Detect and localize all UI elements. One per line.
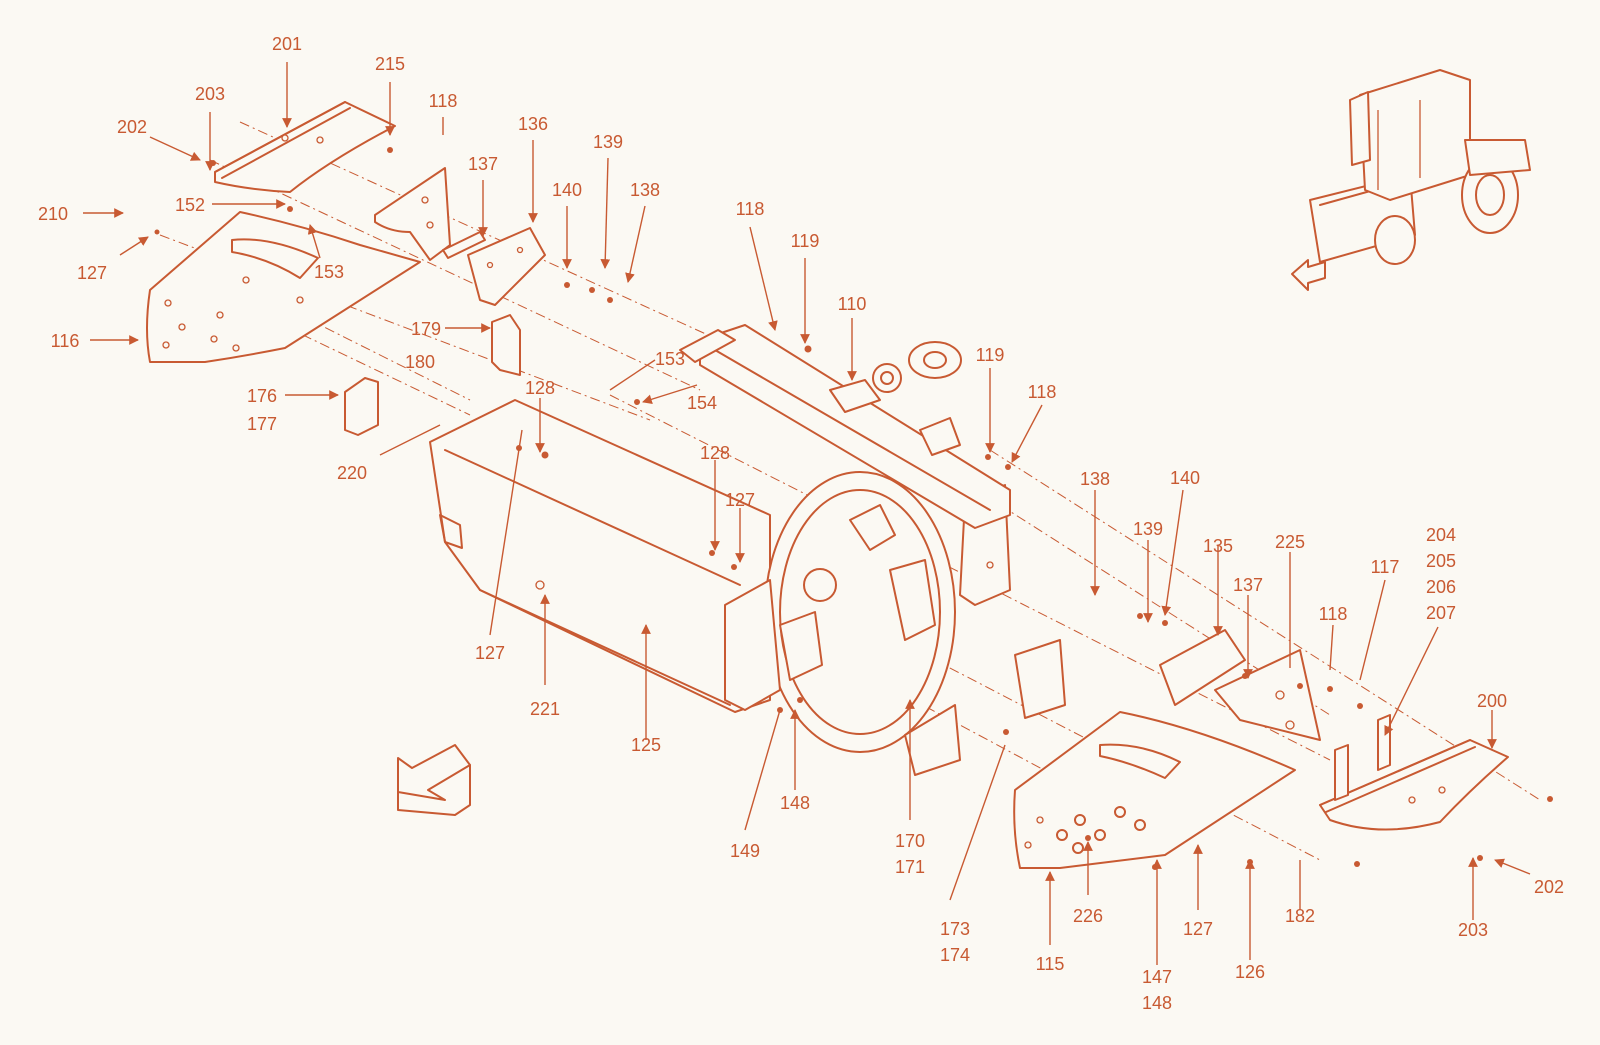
part-label-206: 206 — [1426, 577, 1456, 597]
part-label-110: 110 — [838, 294, 867, 314]
front-end-plate — [724, 579, 781, 711]
left-scraper-blade — [214, 101, 396, 193]
part-label-170: 170 — [895, 831, 925, 851]
part-label-137: 137 — [468, 154, 498, 174]
left-mounting-bracket — [374, 167, 451, 261]
part-label-200: 200 — [1477, 691, 1507, 711]
part-label-177: 177 — [247, 414, 277, 434]
part-label-203: 203 — [1458, 920, 1488, 940]
part-label-128: 128 — [700, 443, 730, 463]
part-label-204: 204 — [1426, 525, 1456, 545]
right-plates-170-173 — [904, 639, 1391, 801]
part-label-139: 139 — [1133, 519, 1163, 539]
part-label-174: 174 — [940, 945, 970, 965]
front-direction-arrow-icon — [1291, 259, 1326, 291]
part-label-118: 118 — [1028, 382, 1057, 402]
part-label-137: 137 — [1233, 575, 1263, 595]
part-label-117: 117 — [1371, 557, 1400, 577]
part-label-152: 152 — [175, 195, 205, 215]
direction-arrow-icon — [397, 744, 471, 816]
part-label-220: 220 — [337, 463, 367, 483]
left-spacer — [442, 231, 486, 259]
left-side-plate — [146, 211, 421, 363]
part-label-182: 182 — [1285, 906, 1315, 926]
fasteners — [154, 147, 1553, 870]
part-label-140: 140 — [552, 180, 582, 200]
part-labels: 201 215 203 118 202 136 139 137 140 138 … — [38, 34, 1564, 1013]
part-label-176: 176 — [247, 386, 277, 406]
part-label-171: 171 — [895, 857, 925, 877]
part-label-153: 153 — [314, 262, 344, 282]
leader-lines — [83, 62, 1531, 965]
part-label-180: 180 — [405, 352, 435, 372]
part-label-226: 226 — [1073, 906, 1103, 926]
part-label-135: 135 — [1203, 536, 1233, 556]
part-label-153: 153 — [655, 349, 685, 369]
part-label-136: 136 — [518, 114, 548, 134]
part-label-126: 126 — [1235, 962, 1265, 982]
part-label-125: 125 — [631, 735, 661, 755]
part-label-127: 127 — [1183, 919, 1213, 939]
part-label-118: 118 — [429, 91, 458, 111]
left-pad — [467, 227, 546, 306]
part-label-127: 127 — [475, 643, 505, 663]
part-label-118: 118 — [1319, 604, 1348, 624]
part-label-205: 205 — [1426, 551, 1456, 571]
part-label-202: 202 — [1534, 877, 1564, 897]
part-label-149: 149 — [730, 841, 760, 861]
part-label-207: 207 — [1426, 603, 1456, 623]
part-label-147: 147 — [1142, 967, 1172, 987]
part-label-119: 119 — [976, 345, 1005, 365]
part-label-148: 148 — [1142, 993, 1172, 1013]
cross-member — [679, 324, 1011, 529]
part-label-201: 201 — [272, 34, 302, 54]
part-label-138: 138 — [630, 180, 660, 200]
part-label-115: 115 — [1036, 954, 1065, 974]
plate-179 — [491, 314, 521, 376]
part-label-148: 148 — [780, 793, 810, 813]
right-side-plate — [1013, 711, 1296, 869]
part-label-138: 138 — [1080, 469, 1110, 489]
right-bracket — [1159, 629, 1321, 741]
part-label-202: 202 — [117, 117, 147, 137]
part-label-154: 154 — [687, 393, 717, 413]
machine-thumbnail-icon — [1309, 69, 1531, 265]
part-label-203: 203 — [195, 84, 225, 104]
drum — [764, 471, 956, 753]
part-label-210: 210 — [38, 204, 68, 224]
plate-176 — [344, 377, 379, 436]
part-label-179: 179 — [411, 319, 441, 339]
part-label-127: 127 — [725, 490, 755, 510]
part-label-173: 173 — [940, 919, 970, 939]
part-label-116: 116 — [51, 331, 80, 351]
part-label-221: 221 — [530, 699, 560, 719]
part-label-139: 139 — [593, 132, 623, 152]
part-label-225: 225 — [1275, 532, 1305, 552]
part-label-127: 127 — [77, 263, 107, 283]
part-label-119: 119 — [791, 231, 820, 251]
part-label-215: 215 — [375, 54, 405, 74]
part-label-128: 128 — [525, 378, 555, 398]
part-label-118: 118 — [736, 199, 765, 219]
part-label-140: 140 — [1170, 468, 1200, 488]
